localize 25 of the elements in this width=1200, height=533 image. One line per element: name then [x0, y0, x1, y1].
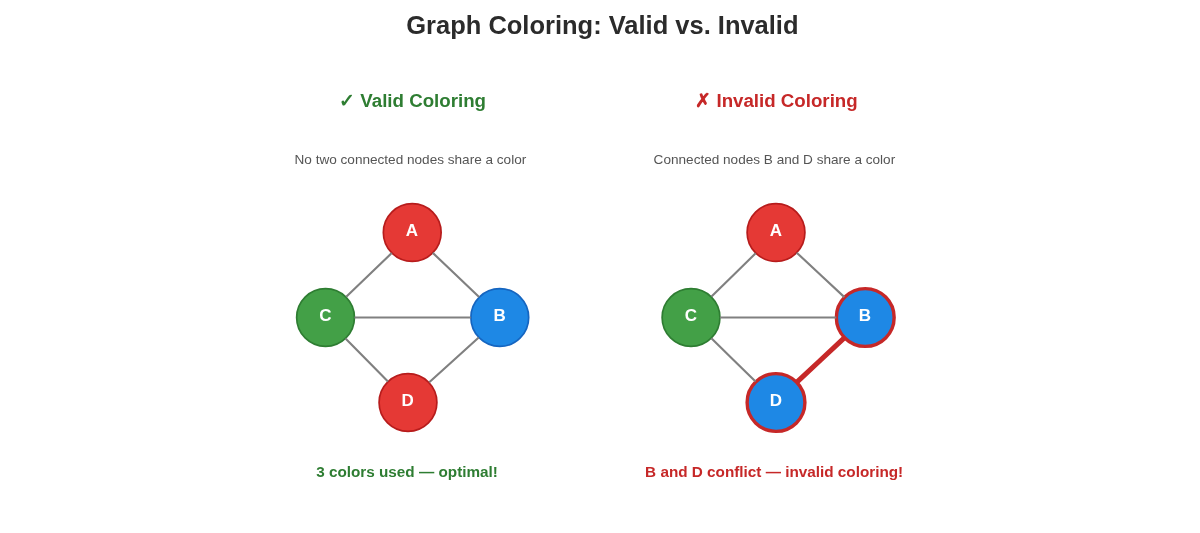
connector: [710, 252, 756, 298]
label: ✓ Valid Coloring: [338, 90, 486, 112]
node-circle: A: [745, 202, 806, 263]
label: B and D conflict — invalid coloring!: [644, 462, 903, 480]
label: 3 colors used — optimal!: [315, 462, 498, 480]
connector: [795, 251, 845, 298]
diagram-title: Graph Coloring: Valid vs. Invalid: [405, 11, 799, 40]
label: ✗ Invalid Coloring: [694, 90, 858, 112]
connector: [710, 337, 756, 383]
connector: [344, 337, 389, 383]
node-circle: C: [295, 287, 355, 348]
node-circle: B: [469, 287, 530, 348]
label: No two connected nodes share a color: [294, 152, 526, 168]
connector: [428, 336, 479, 384]
connector: [431, 252, 480, 298]
node-circle: C: [660, 287, 721, 348]
node-circle: A: [382, 202, 442, 263]
connector: [345, 252, 392, 298]
node-circle: B: [834, 286, 896, 349]
connector: [719, 316, 836, 319]
node-circle: D: [377, 372, 438, 433]
node-circle: D: [744, 371, 807, 434]
label: Connected nodes B and D share a color: [653, 152, 895, 168]
connector: [794, 335, 846, 384]
connector: [353, 316, 471, 319]
